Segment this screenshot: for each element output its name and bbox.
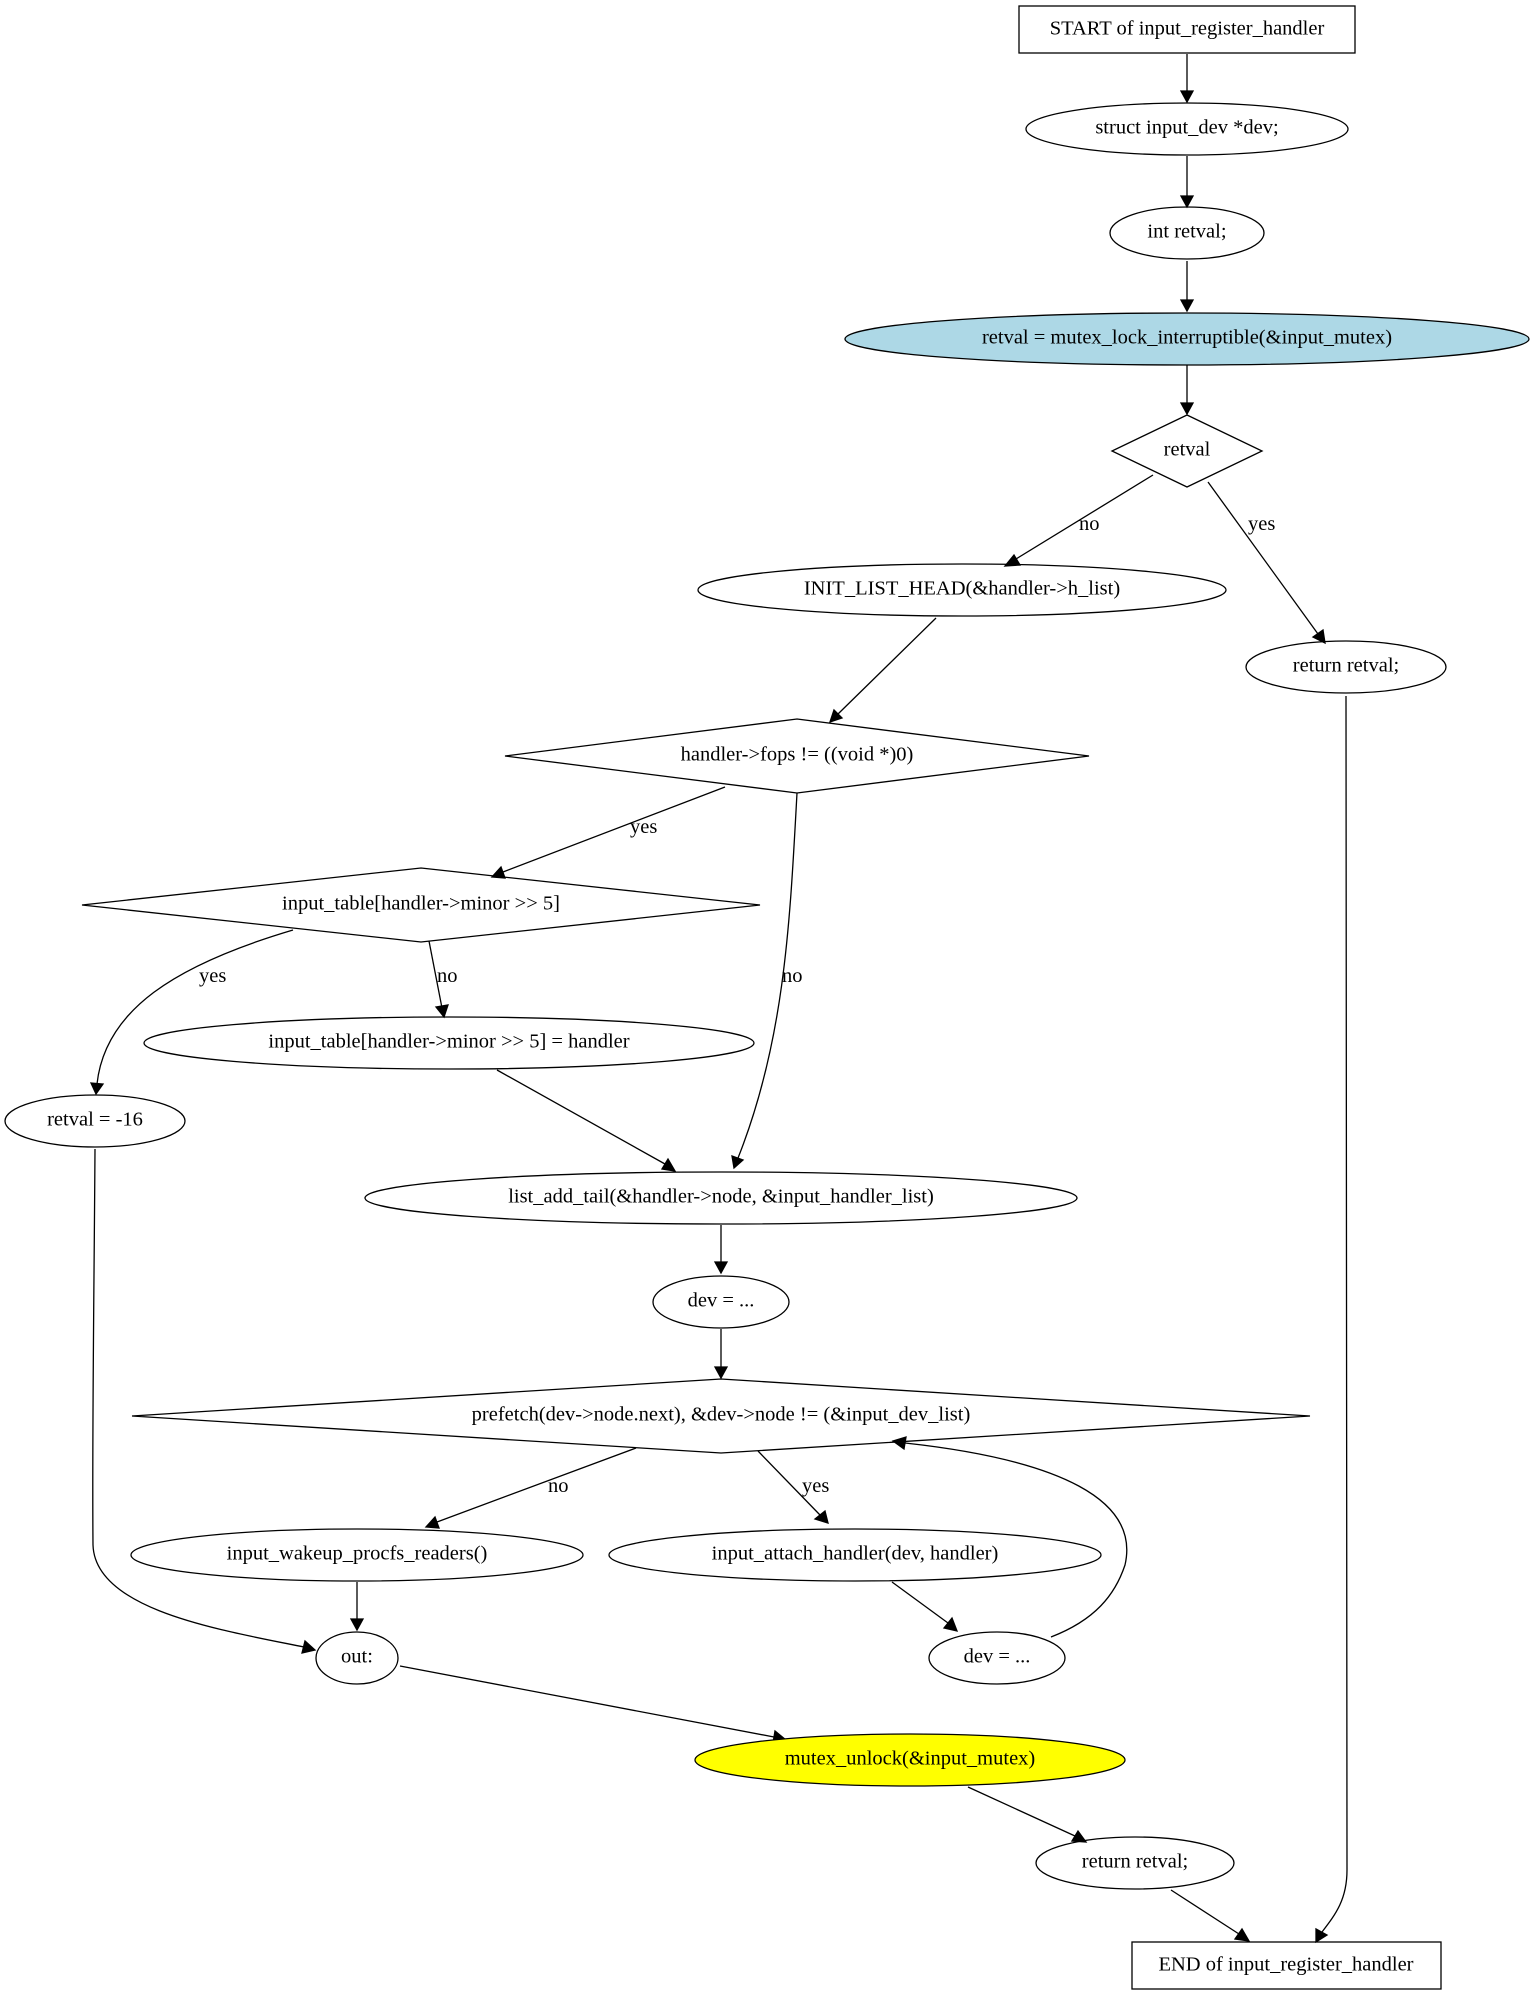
edges [92, 54, 1348, 1935]
edge-label-table-yes: yes [199, 965, 226, 987]
edge-label-loop-no: no [548, 1475, 569, 1497]
edge-return-early-to-end [1321, 695, 1348, 1933]
assign-table-node-label: input_table[handler->minor >> 5] = handl… [268, 1031, 629, 1053]
edge-label-table-no: no [437, 965, 458, 987]
start-node: START of input_register_handler [1018, 5, 1356, 54]
out-label-node-label: out: [341, 1646, 373, 1668]
arrowheads [89, 90, 1329, 1944]
unlock-node: mutex_unlock(&input_mutex) [694, 1733, 1126, 1787]
arrowhead [828, 708, 844, 724]
edge-loop-no [436, 1447, 637, 1523]
arrowhead [349, 1618, 365, 1632]
edge-fops-yes [502, 786, 726, 873]
edge-retval-yes [1207, 481, 1319, 635]
arrowhead [713, 1261, 729, 1275]
end-node-label: END of input_register_handler [1158, 1954, 1413, 1976]
return-early-node: return retval; [1245, 640, 1447, 694]
dev-next-node: dev = ... [928, 1631, 1066, 1685]
arrowhead [660, 1157, 677, 1172]
list-add-node-label: list_add_tail(&handler->node, &input_han… [508, 1186, 934, 1208]
wakeup-node-label: input_wakeup_procfs_readers() [227, 1543, 488, 1565]
arrowhead [301, 1639, 317, 1654]
return-final-node-label: return retval; [1082, 1851, 1188, 1873]
unlock-node-label: mutex_unlock(&input_mutex) [785, 1748, 1036, 1770]
edge-table-no [428, 940, 443, 1009]
loop-cond-diamond-label: prefetch(dev->node.next), &dev->node != … [472, 1404, 971, 1426]
check-fops-diamond-label: handler->fops != ((void *)0) [681, 744, 914, 766]
edge-label-loop-yes: yes [802, 1475, 829, 1497]
arrowhead [1311, 628, 1326, 645]
edge-set-busy-to-out [92, 1148, 305, 1648]
edge-table-yes [96, 929, 294, 1085]
edge-unlock-to-return [967, 1786, 1076, 1837]
arrowhead [1003, 553, 1022, 567]
arrowhead [490, 865, 506, 879]
arrowhead [1179, 195, 1195, 209]
init-list-node: INIT_LIST_HEAD(&handler->h_list) [697, 563, 1227, 617]
edge-label-retval-yes: yes [1248, 513, 1275, 535]
return-early-node-label: return retval; [1293, 655, 1399, 677]
wakeup-node: input_wakeup_procfs_readers() [130, 1528, 584, 1582]
out-label-node: out: [315, 1631, 399, 1685]
assign-table-node: input_table[handler->minor >> 5] = handl… [143, 1016, 755, 1070]
arrowhead [731, 1155, 745, 1170]
edge-labels: no yes yes no yes no no yes [199, 513, 1275, 1497]
arrowhead [891, 1436, 907, 1451]
attach-node-label: input_attach_handler(dev, handler) [712, 1543, 999, 1565]
arrowhead [89, 1082, 105, 1096]
check-retval-diamond-label: retval [1164, 439, 1211, 461]
edge-loop-yes [757, 1450, 821, 1516]
dev-next-node-label: dev = ... [964, 1646, 1031, 1668]
arrowhead [713, 1366, 729, 1380]
edge-out-to-unlock [399, 1665, 775, 1738]
edge-dev-next-to-loop [904, 1442, 1128, 1638]
arrowhead [424, 1515, 440, 1529]
nodes: START of input_register_handler struct i… [4, 5, 1530, 1990]
dev-init-node-label: dev = ... [688, 1290, 755, 1312]
check-table-diamond-label: input_table[handler->minor >> 5] [282, 893, 560, 915]
edge-init-to-fops [837, 617, 937, 715]
start-node-label: START of input_register_handler [1050, 18, 1325, 40]
set-busy-node: retval = -16 [4, 1094, 186, 1148]
init-list-node-label: INIT_LIST_HEAD(&handler->h_list) [804, 578, 1120, 600]
edge-assign-to-list-add [496, 1069, 666, 1165]
decl-retval-node-label: int retval; [1147, 221, 1226, 243]
edge-label-retval-no: no [1079, 513, 1100, 535]
edge-retval-no [1015, 474, 1154, 560]
check-retval-diamond: retval [1110, 414, 1264, 488]
end-node: END of input_register_handler [1131, 1941, 1442, 1990]
edge-label-fops-no: no [782, 965, 803, 987]
dev-init-node: dev = ... [652, 1275, 790, 1329]
check-fops-diamond: handler->fops != ((void *)0) [504, 718, 1090, 794]
edge-attach-to-dev-next [891, 1581, 949, 1624]
edge-fops-no [737, 792, 798, 1159]
return-final-node: return retval; [1035, 1836, 1235, 1890]
decl-dev-node: struct input_dev *dev; [1025, 102, 1349, 156]
arrowhead [1179, 299, 1195, 313]
edge-return-to-end [1170, 1889, 1240, 1935]
arrowhead [942, 1616, 959, 1632]
arrowhead [813, 1509, 829, 1524]
arrowhead [1179, 90, 1195, 104]
check-table-diamond: input_table[handler->minor >> 5] [81, 867, 761, 943]
arrowhead [1315, 1927, 1329, 1944]
decl-dev-node-label: struct input_dev *dev; [1095, 117, 1278, 139]
attach-node: input_attach_handler(dev, handler) [608, 1528, 1102, 1582]
list-add-node: list_add_tail(&handler->node, &input_han… [364, 1171, 1078, 1225]
lock-node-label: retval = mutex_lock_interruptible(&input… [982, 327, 1392, 349]
lock-node: retval = mutex_lock_interruptible(&input… [844, 312, 1530, 366]
arrowhead [434, 1004, 449, 1019]
arrowhead [1179, 402, 1195, 416]
edge-label-fops-yes: yes [630, 816, 657, 838]
decl-retval-node: int retval; [1109, 206, 1265, 260]
set-busy-node-label: retval = -16 [47, 1109, 143, 1131]
loop-cond-diamond: prefetch(dev->node.next), &dev->node != … [131, 1378, 1311, 1454]
arrowhead [1233, 1927, 1251, 1942]
